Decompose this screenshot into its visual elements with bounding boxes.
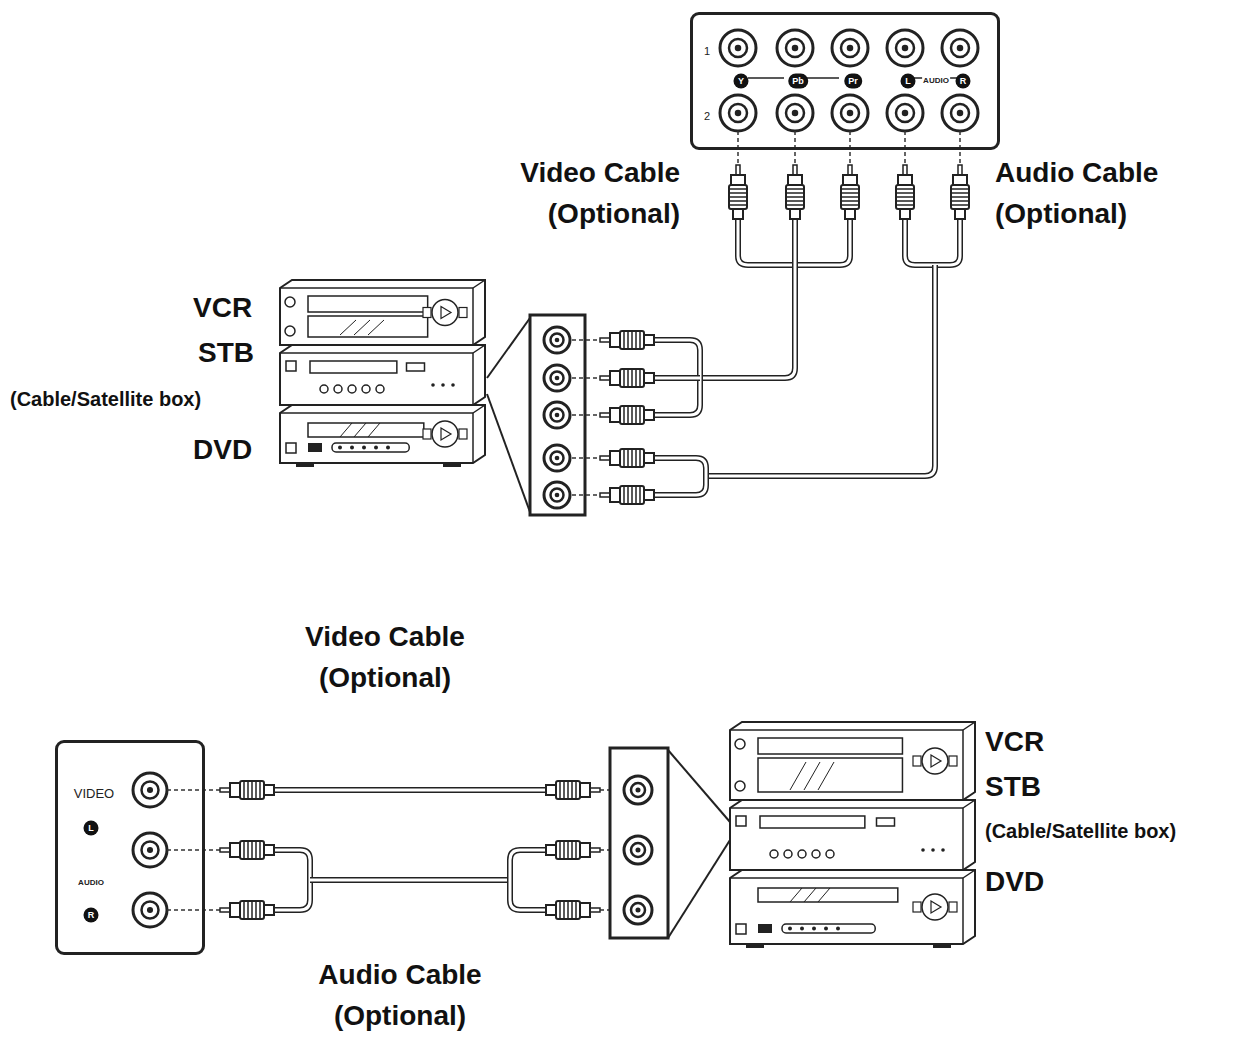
zoom-line bbox=[487, 318, 530, 378]
dvd-unit bbox=[280, 405, 485, 467]
rca-jack bbox=[624, 776, 652, 804]
rca-plug bbox=[841, 165, 859, 219]
rca-jack bbox=[777, 30, 813, 66]
cable bbox=[700, 219, 795, 378]
rca-jack bbox=[887, 30, 923, 66]
rca-jack bbox=[544, 327, 570, 353]
rca-jack bbox=[133, 893, 167, 927]
cable bbox=[706, 265, 935, 476]
channel-marker: R bbox=[84, 908, 99, 923]
insert-guide bbox=[167, 789, 220, 791]
insert-guide bbox=[167, 849, 220, 851]
rca-jack bbox=[832, 30, 868, 66]
channel-marker: Y bbox=[734, 74, 749, 89]
cable bbox=[274, 850, 310, 910]
channel-marker: Pr bbox=[844, 74, 862, 89]
insert-guide bbox=[572, 457, 600, 459]
rca-plug bbox=[600, 449, 654, 467]
group-label: AUDIO bbox=[77, 879, 105, 887]
port-label: VIDEO bbox=[74, 787, 114, 800]
rca-jack bbox=[133, 833, 167, 867]
device-label: STB bbox=[985, 767, 1075, 808]
rca-plug bbox=[729, 165, 747, 219]
rca-jack bbox=[777, 95, 813, 131]
vcr-unit bbox=[730, 722, 975, 804]
rca-plug bbox=[220, 781, 274, 799]
device-label: DVD bbox=[985, 862, 1075, 903]
cable bbox=[510, 850, 546, 910]
rca-plug bbox=[951, 165, 969, 219]
cable bbox=[274, 787, 546, 793]
rca-jack bbox=[544, 482, 570, 508]
rca-plug bbox=[600, 406, 654, 424]
zoom-line bbox=[668, 840, 730, 938]
rca-jack bbox=[544, 402, 570, 428]
device-note: (Cable/Satellite box) bbox=[10, 385, 270, 414]
device-label: STB bbox=[198, 333, 288, 374]
rca-plug bbox=[600, 486, 654, 504]
jack-panel bbox=[610, 748, 668, 938]
rca-plug bbox=[546, 781, 600, 799]
rca-plug bbox=[546, 841, 600, 859]
channel-marker: L bbox=[901, 74, 916, 89]
zoom-line bbox=[668, 750, 730, 822]
rca-jack bbox=[720, 95, 756, 131]
port-label: 1 bbox=[704, 46, 710, 57]
insert-guide bbox=[572, 377, 600, 379]
device-note: (Cable/Satellite box) bbox=[985, 817, 1230, 846]
rca-jack bbox=[887, 95, 923, 131]
input-panel: 1Y Pb Pr L AUDIO R 2 bbox=[690, 12, 1000, 150]
cable bbox=[310, 877, 510, 883]
stb-unit bbox=[730, 800, 975, 874]
device-label: DVD bbox=[193, 430, 283, 471]
channel-marker: L bbox=[84, 821, 99, 836]
rca-plug bbox=[786, 165, 804, 219]
insert-guide bbox=[572, 339, 600, 341]
rca-plug bbox=[220, 901, 274, 919]
rca-plug bbox=[600, 369, 654, 387]
insert-guide bbox=[167, 909, 220, 911]
rca-plug bbox=[600, 331, 654, 349]
stb-unit bbox=[280, 345, 485, 409]
jack-panel bbox=[530, 315, 585, 515]
channel-marker: R bbox=[956, 74, 971, 89]
rca-jack bbox=[942, 30, 978, 66]
group-label: AUDIO bbox=[922, 77, 950, 85]
input-panel: VIDEO L AUDIO R bbox=[55, 740, 205, 955]
device-label: VCR bbox=[985, 722, 1075, 763]
insert-guide bbox=[572, 414, 600, 416]
rca-jack bbox=[544, 445, 570, 471]
dvd-unit bbox=[730, 870, 975, 948]
insert-guide bbox=[572, 494, 600, 496]
rca-jack bbox=[624, 836, 652, 864]
cable-label: Audio Cable (Optional) bbox=[290, 955, 510, 1036]
cable-label: Video Cable (Optional) bbox=[470, 153, 680, 234]
rca-plug bbox=[896, 165, 914, 219]
channel-marker: Pb bbox=[788, 74, 808, 89]
rca-jack bbox=[624, 896, 652, 924]
rca-plug bbox=[220, 841, 274, 859]
cable bbox=[654, 375, 700, 381]
rca-jack bbox=[133, 773, 167, 807]
zoom-line bbox=[487, 394, 530, 512]
rca-jack bbox=[832, 95, 868, 131]
vcr-unit bbox=[280, 280, 485, 349]
rca-jack bbox=[544, 365, 570, 391]
cable bbox=[654, 458, 706, 495]
cable bbox=[654, 340, 700, 415]
cable-label: Video Cable (Optional) bbox=[275, 617, 495, 698]
cable bbox=[905, 219, 960, 265]
port-label: 2 bbox=[704, 111, 710, 122]
rca-plug bbox=[546, 901, 600, 919]
rca-jack bbox=[720, 30, 756, 66]
rca-jack bbox=[942, 95, 978, 131]
cable-label: Audio Cable (Optional) bbox=[995, 153, 1205, 234]
device-label: VCR bbox=[193, 288, 283, 329]
